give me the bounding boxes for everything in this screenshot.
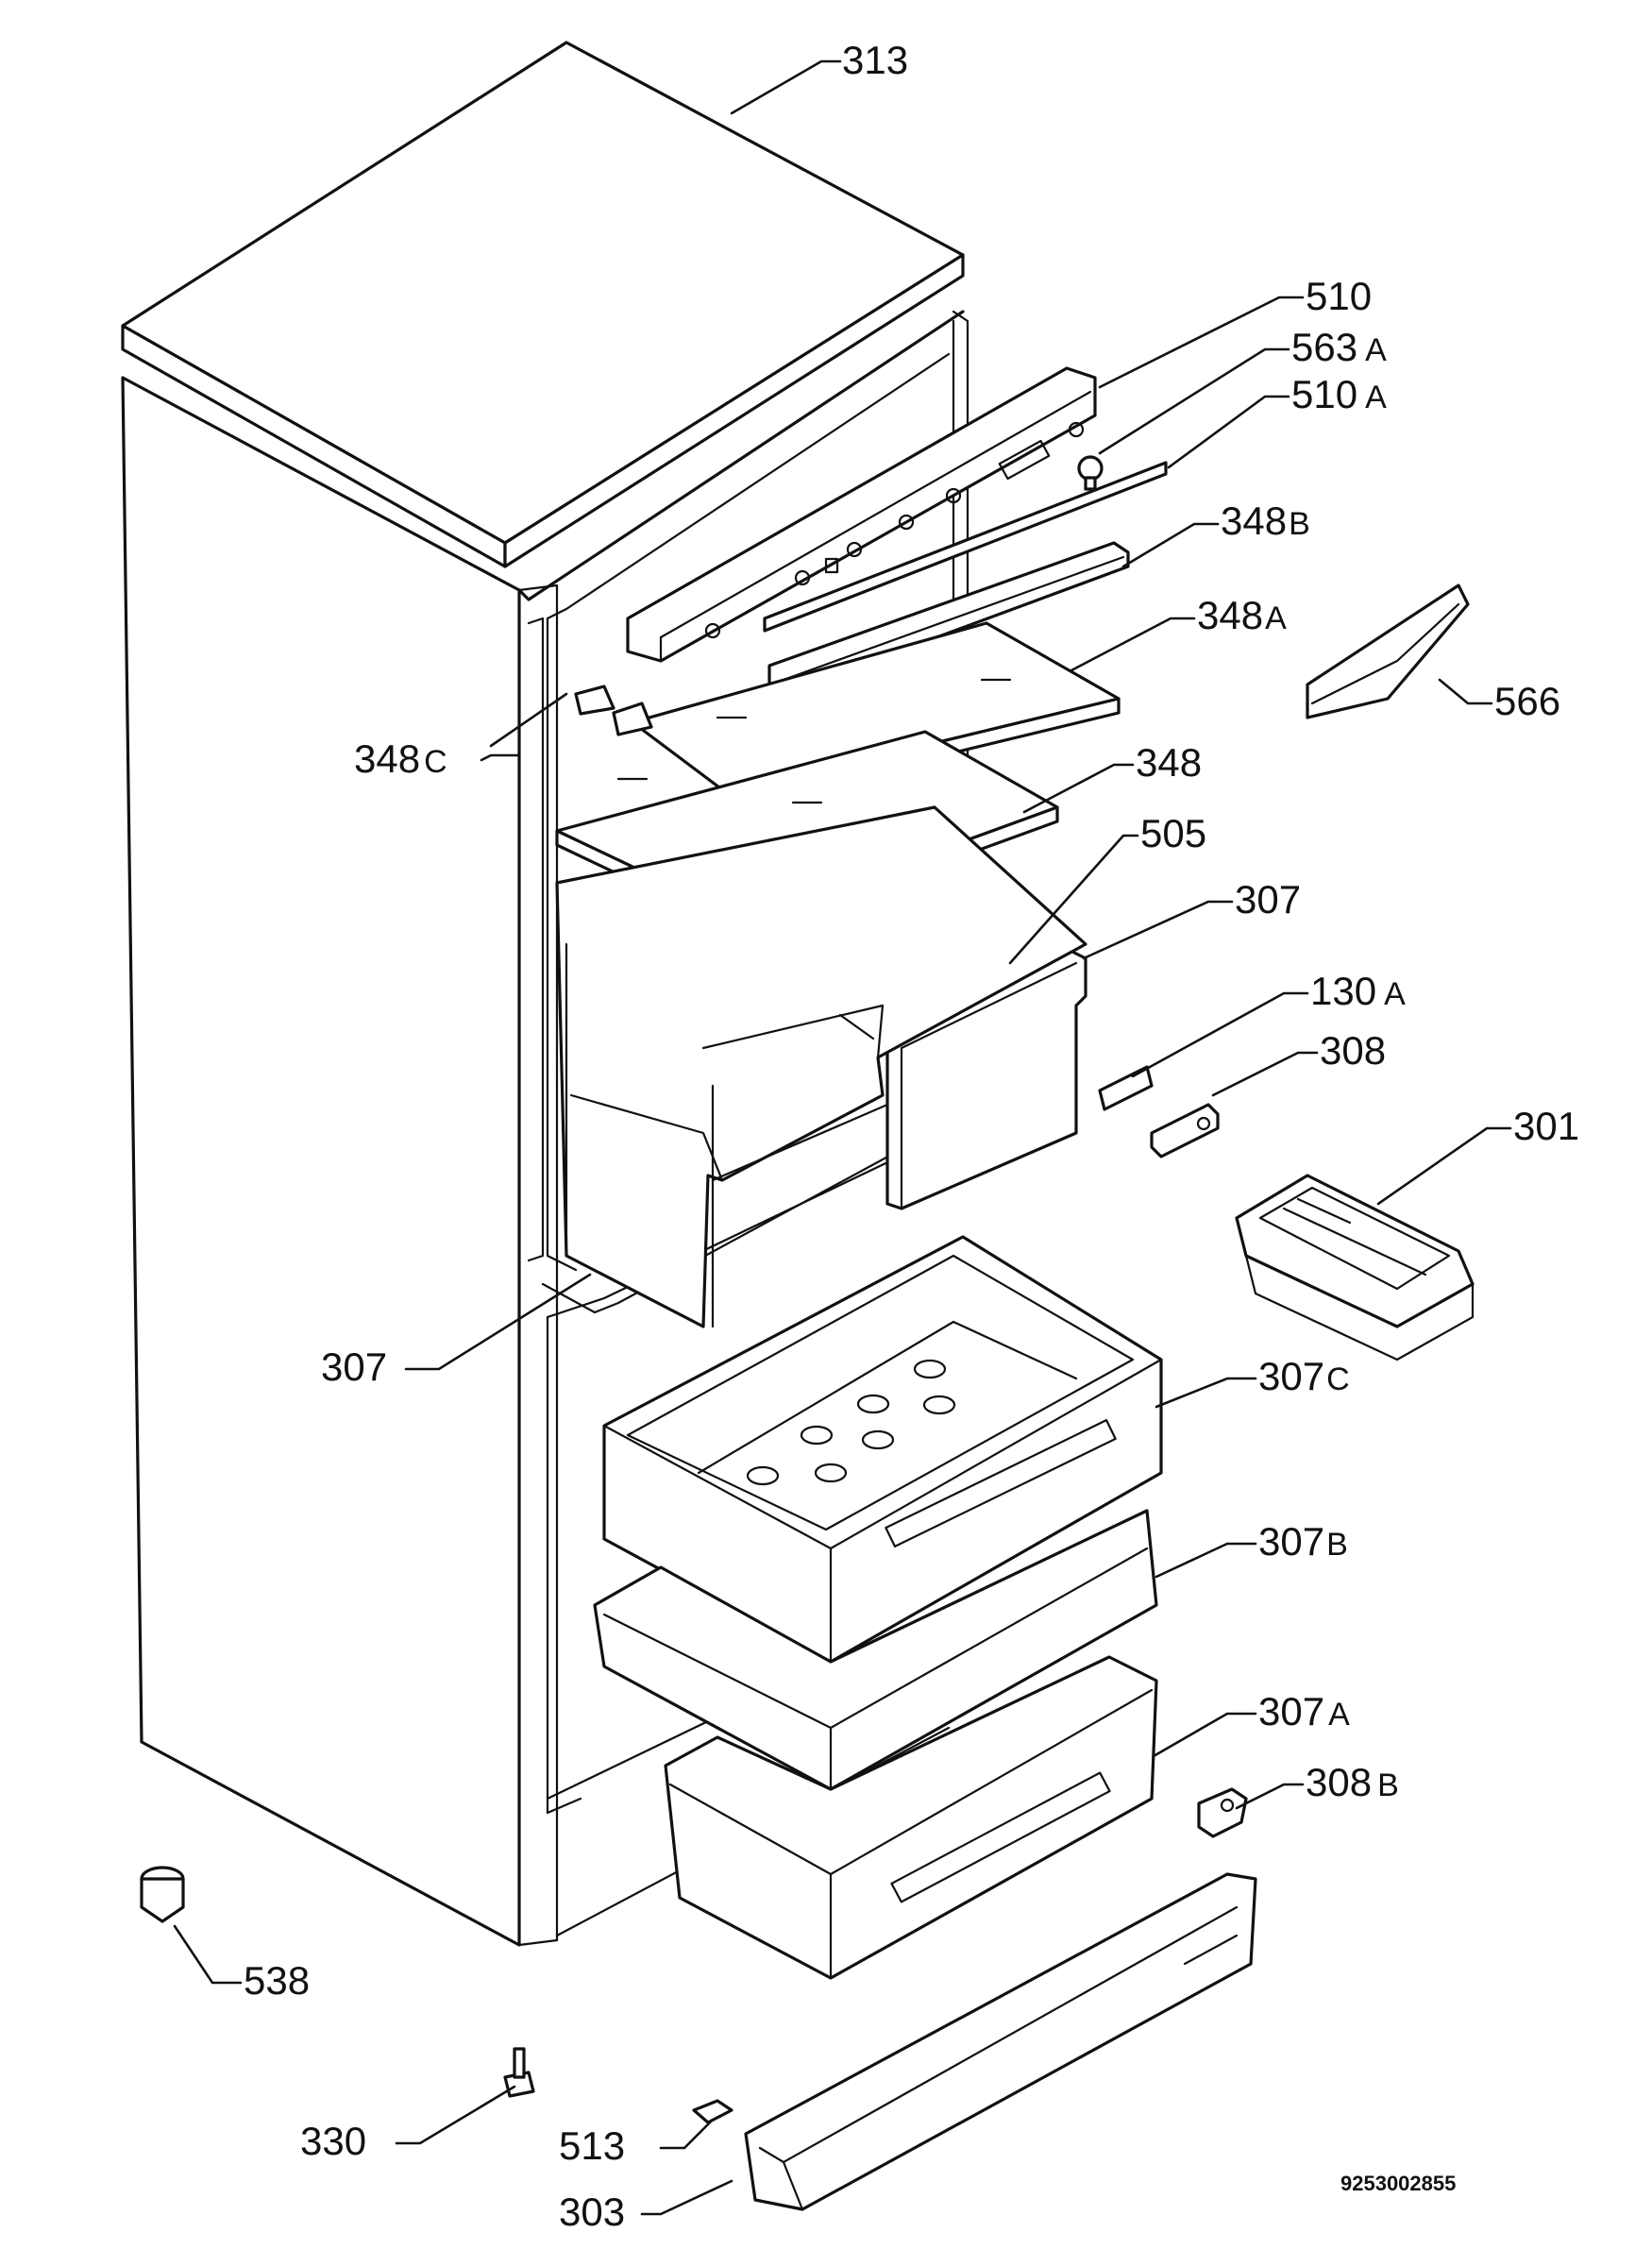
hinge-pin: [1150, 1103, 1220, 1158]
callout-307-left: 307: [321, 1344, 387, 1389]
hinge-cover: [1098, 1065, 1154, 1111]
thermostat-knob: [1077, 455, 1104, 491]
top-panel: [121, 41, 965, 568]
freezer-basket-middle: [593, 1509, 1158, 1791]
leader-lines: [173, 59, 1512, 2216]
callout-307-top: 307: [1235, 877, 1301, 922]
callout-303: 303: [559, 2190, 625, 2234]
hinge-bracket: [1197, 1787, 1248, 1838]
door-shelf-clip: [692, 2099, 733, 2124]
callout-348a: 348A: [1197, 593, 1287, 637]
callout-566: 566: [1494, 679, 1560, 723]
callout-348: 348: [1136, 740, 1202, 785]
trim-strip: [763, 461, 1168, 633]
foot: [140, 1866, 185, 1923]
ice-tray: [1235, 1174, 1475, 1361]
control-panel: [626, 366, 1097, 663]
callout-301: 301: [1513, 1104, 1579, 1148]
adjustable-foot: [503, 2047, 535, 2098]
callout-330: 330: [300, 2119, 366, 2163]
door-shelf: [744, 1872, 1257, 2211]
callout-538: 538: [244, 1958, 310, 2003]
freezer-basket-top: [602, 1235, 1163, 1664]
freezer-basket-bottom: [664, 1655, 1158, 1980]
crisper-drawers: [555, 805, 1087, 1328]
callout-307c: 307C: [1258, 1354, 1350, 1398]
cabinet: [121, 310, 969, 1947]
document-number: 9253002855: [1340, 2172, 1456, 2195]
callout-348b: 348B: [1221, 499, 1310, 543]
egg-tray: [1306, 583, 1470, 719]
callout-513: 513: [559, 2123, 625, 2168]
callout-313: 313: [842, 38, 908, 82]
callout-307b: 307B: [1258, 1519, 1348, 1564]
callout-308: 308: [1320, 1028, 1386, 1073]
callout-505: 505: [1140, 811, 1206, 855]
callout-510: 510: [1306, 274, 1372, 318]
